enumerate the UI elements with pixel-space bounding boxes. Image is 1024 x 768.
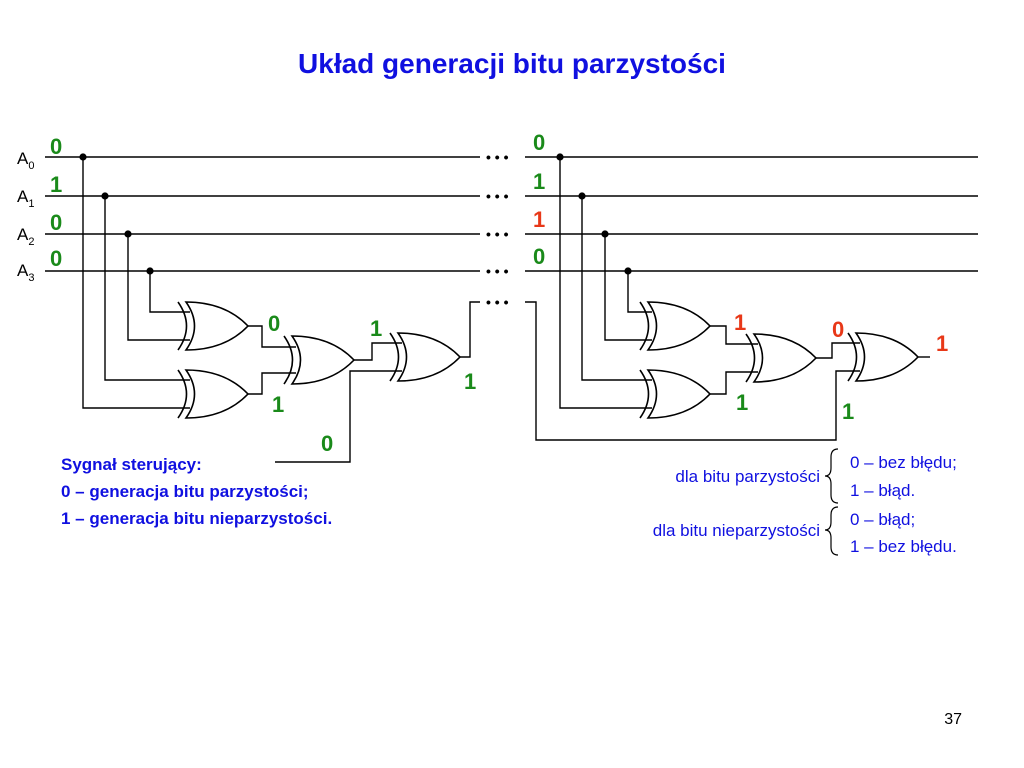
legend-even-label: dla bitu parzystości [675,467,820,486]
control-note-heading: Sygnał sterujący: [61,455,202,474]
control-note-line2: 1 – generacja bitu nieparzystości. [61,509,332,528]
checker-xor-top [639,301,712,351]
checker-xor-mid [745,333,818,383]
ellipsis-a0: • • • [486,149,509,165]
checker-xor-final [847,332,920,382]
input-value-a0: 0 [50,134,62,159]
chk-result-value: 1 [936,331,948,356]
received-bit-3: 0 [533,244,545,269]
slide-title: Układ generacji bitu parzystości [298,48,726,79]
received-bit-2: 1 [533,207,545,232]
generator-xor-top [177,301,250,351]
legend: dla bitu parzystości 0 – bez błędu; 1 – … [653,448,957,556]
input-value-a3: 0 [50,246,62,271]
input-label-a3: A3 [17,261,34,284]
control-note: Sygnał sterujący: 0 – generacja bitu par… [61,455,332,528]
gen-xor-bottom-value: 1 [272,392,284,417]
ellipsis-parity: • • • [486,294,509,310]
legend-odd-0: 0 – błąd; [850,510,915,529]
ellipsis-a3: • • • [486,263,509,279]
received-values: 0 1 1 0 [533,130,545,269]
legend-odd-brace [824,506,839,556]
checker-xor-bottom [639,369,712,419]
input-labels: A0 A1 A2 A3 [17,149,34,284]
legend-even-0: 0 – bez błędu; [850,453,957,472]
gen-xor-mid-value: 1 [370,316,382,341]
input-value-a2: 0 [50,210,62,235]
generator-xor-final [389,332,462,382]
gen-xor-top-value: 0 [268,311,280,336]
ellipsis-a2: • • • [486,226,509,242]
gen-parity-value: 1 [464,369,476,394]
chk-xor-top-value: 1 [734,310,746,335]
input-values: 0 1 0 0 [50,134,62,271]
received-bit-1: 1 [533,169,545,194]
legend-even-1: 1 – błąd. [850,481,915,500]
gen-control-value: 0 [321,431,333,456]
generator-junctions [79,153,154,275]
input-value-a1: 1 [50,172,62,197]
generator-values: 0 1 1 1 0 [268,311,476,456]
bus-ellipsis: • • • • • • • • • • • • • • • [486,149,509,310]
control-note-line1: 0 – generacja bitu parzystości; [61,482,309,501]
chk-xor-bottom-value: 1 [736,390,748,415]
legend-even-brace [824,448,839,504]
generator-xor-mid [283,335,356,385]
chk-parity-in-value: 1 [842,399,854,424]
checker-values: 1 1 0 1 1 [734,310,948,424]
ellipsis-a1: • • • [486,188,509,204]
checker-wiring [525,157,930,441]
input-label-a2: A2 [17,225,34,248]
input-label-a0: A0 [17,149,34,172]
input-label-a1: A1 [17,187,34,210]
bus-lines [45,156,978,272]
generator-xor-bottom [177,369,250,419]
slide-number: 37 [944,711,962,728]
checker-junctions [556,153,632,275]
generator-wiring [82,157,480,463]
legend-odd-1: 1 – bez błędu. [850,537,957,556]
chk-xor-mid-value: 0 [832,317,844,342]
legend-odd-label: dla bitu nieparzystości [653,521,820,540]
received-bit-0: 0 [533,130,545,155]
